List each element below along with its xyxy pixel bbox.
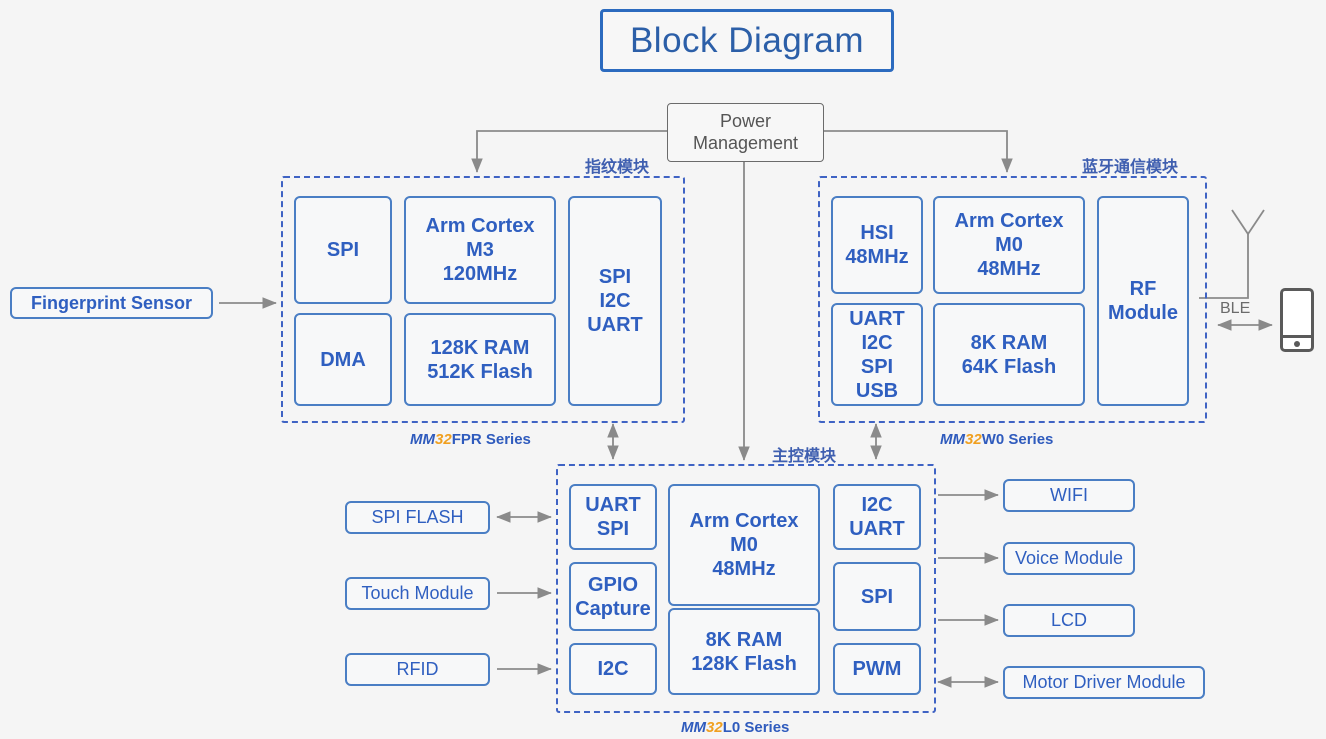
block-line: UART [849, 518, 905, 540]
block-line: SPI [860, 355, 894, 378]
block-line: SPI [326, 239, 360, 261]
peripheral-lcd: LCD [1003, 604, 1135, 637]
series-prefix: MM [410, 431, 435, 448]
block-line: M3 [466, 239, 494, 261]
block-line: Module [1108, 302, 1178, 324]
l0-block-uart-spi: UART SPI [569, 484, 657, 550]
block-line: 120MHz [442, 263, 518, 285]
fpr-block-interfaces: SPI I2C UART [568, 196, 662, 406]
bluetooth-module-container [818, 176, 1207, 423]
smartphone-icon [1280, 288, 1314, 352]
w0-block-rf-module: RF Module [1097, 196, 1189, 406]
series-number: 32 [706, 719, 723, 736]
block-line: 128K RAM [430, 336, 530, 359]
block-line: 48MHz [712, 558, 776, 580]
fpr-block-memory: 128K RAM 512K Flash [404, 313, 556, 406]
block-line: M0 [995, 234, 1023, 256]
w0-block-hsi: HSI 48MHz [831, 196, 923, 294]
series-prefix: MM [940, 431, 965, 448]
power-management-line1: Power [719, 110, 772, 131]
block-line: 128K Flash [691, 652, 797, 675]
series-suffix: FPR Series [451, 431, 531, 448]
l0-block-i2c-uart: I2C UART [833, 484, 921, 550]
l0-block-i2c: I2C [569, 643, 657, 695]
l0-block-pwm: PWM [833, 643, 921, 695]
block-line: DMA [320, 348, 366, 371]
block-line: 512K Flash [427, 360, 533, 383]
fingerprint-module-cn-label: 指纹模块 [585, 159, 650, 176]
bluetooth-series-label: MM32W0 Series [940, 431, 1053, 448]
fpr-block-core: Arm Cortex M3 120MHz [404, 196, 556, 304]
ble-label: BLE [1220, 300, 1251, 317]
series-prefix: MM [681, 719, 706, 736]
block-line: 8K RAM [970, 331, 1048, 354]
peripheral-spi-flash: SPI FLASH [345, 501, 490, 534]
l0-block-spi: SPI [833, 562, 921, 631]
fingerprint-series-label: MM32FPR Series [410, 431, 531, 448]
bluetooth-module-cn-label: 蓝牙通信模块 [1082, 159, 1179, 176]
block-line: 48MHz [845, 246, 909, 268]
block-line: USB [855, 379, 899, 402]
w0-block-memory: 8K RAM 64K Flash [933, 303, 1085, 406]
block-line: Capture [575, 597, 651, 620]
block-line: UART [587, 314, 643, 336]
peripheral-motor-driver-module: Motor Driver Module [1003, 666, 1205, 699]
power-management-box: Power Management [667, 103, 824, 162]
series-number: 32 [965, 431, 982, 448]
power-management-line2: Management [692, 132, 799, 153]
w0-block-interfaces: UART I2C SPI USB [831, 303, 923, 406]
block-line: RF [1129, 278, 1157, 300]
block-line: I2C [861, 331, 893, 354]
block-line: I2C [599, 290, 631, 312]
block-line: 48MHz [977, 258, 1041, 280]
block-line: 64K Flash [961, 355, 1057, 378]
block-line: UART [849, 307, 905, 330]
fingerprint-module-container [281, 176, 685, 423]
l0-block-core: Arm Cortex M0 48MHz [668, 484, 820, 606]
peripheral-touch-module: Touch Module [345, 577, 490, 610]
peripheral-rfid: RFID [345, 653, 490, 686]
page-title: Block Diagram [600, 9, 894, 72]
fpr-block-spi: SPI [294, 196, 392, 304]
fpr-block-dma: DMA [294, 313, 392, 406]
block-line: 8K RAM [705, 628, 783, 651]
block-line: Arm Cortex [954, 210, 1064, 232]
block-line: SPI [860, 585, 894, 608]
series-suffix: W0 Series [981, 431, 1054, 448]
block-line: I2C [597, 658, 629, 680]
w0-block-core: Arm Cortex M0 48MHz [933, 196, 1085, 294]
series-number: 32 [435, 431, 452, 448]
series-suffix: L0 Series [722, 719, 790, 736]
peripheral-voice-module: Voice Module [1003, 542, 1135, 575]
block-line: M0 [730, 534, 758, 556]
block-line: UART [585, 494, 641, 516]
main-control-series-label: MM32L0 Series [681, 719, 789, 736]
main-control-module-cn-label: 主控模块 [772, 448, 837, 465]
l0-block-gpio-capture: GPIO Capture [569, 562, 657, 631]
block-line: GPIO [587, 573, 638, 596]
block-line: I2C [861, 494, 893, 516]
l0-block-memory: 8K RAM 128K Flash [668, 608, 820, 695]
fingerprint-sensor-box: Fingerprint Sensor [10, 287, 213, 319]
block-line: HSI [860, 222, 894, 244]
block-line: SPI [596, 518, 630, 540]
block-line: Arm Cortex [425, 215, 535, 237]
peripheral-wifi: WIFI [1003, 479, 1135, 512]
block-line: PWM [852, 658, 902, 680]
main-control-module-container [556, 464, 936, 713]
smartphone-screen [1283, 291, 1311, 338]
block-line: SPI [598, 266, 632, 288]
block-line: Arm Cortex [689, 510, 799, 532]
